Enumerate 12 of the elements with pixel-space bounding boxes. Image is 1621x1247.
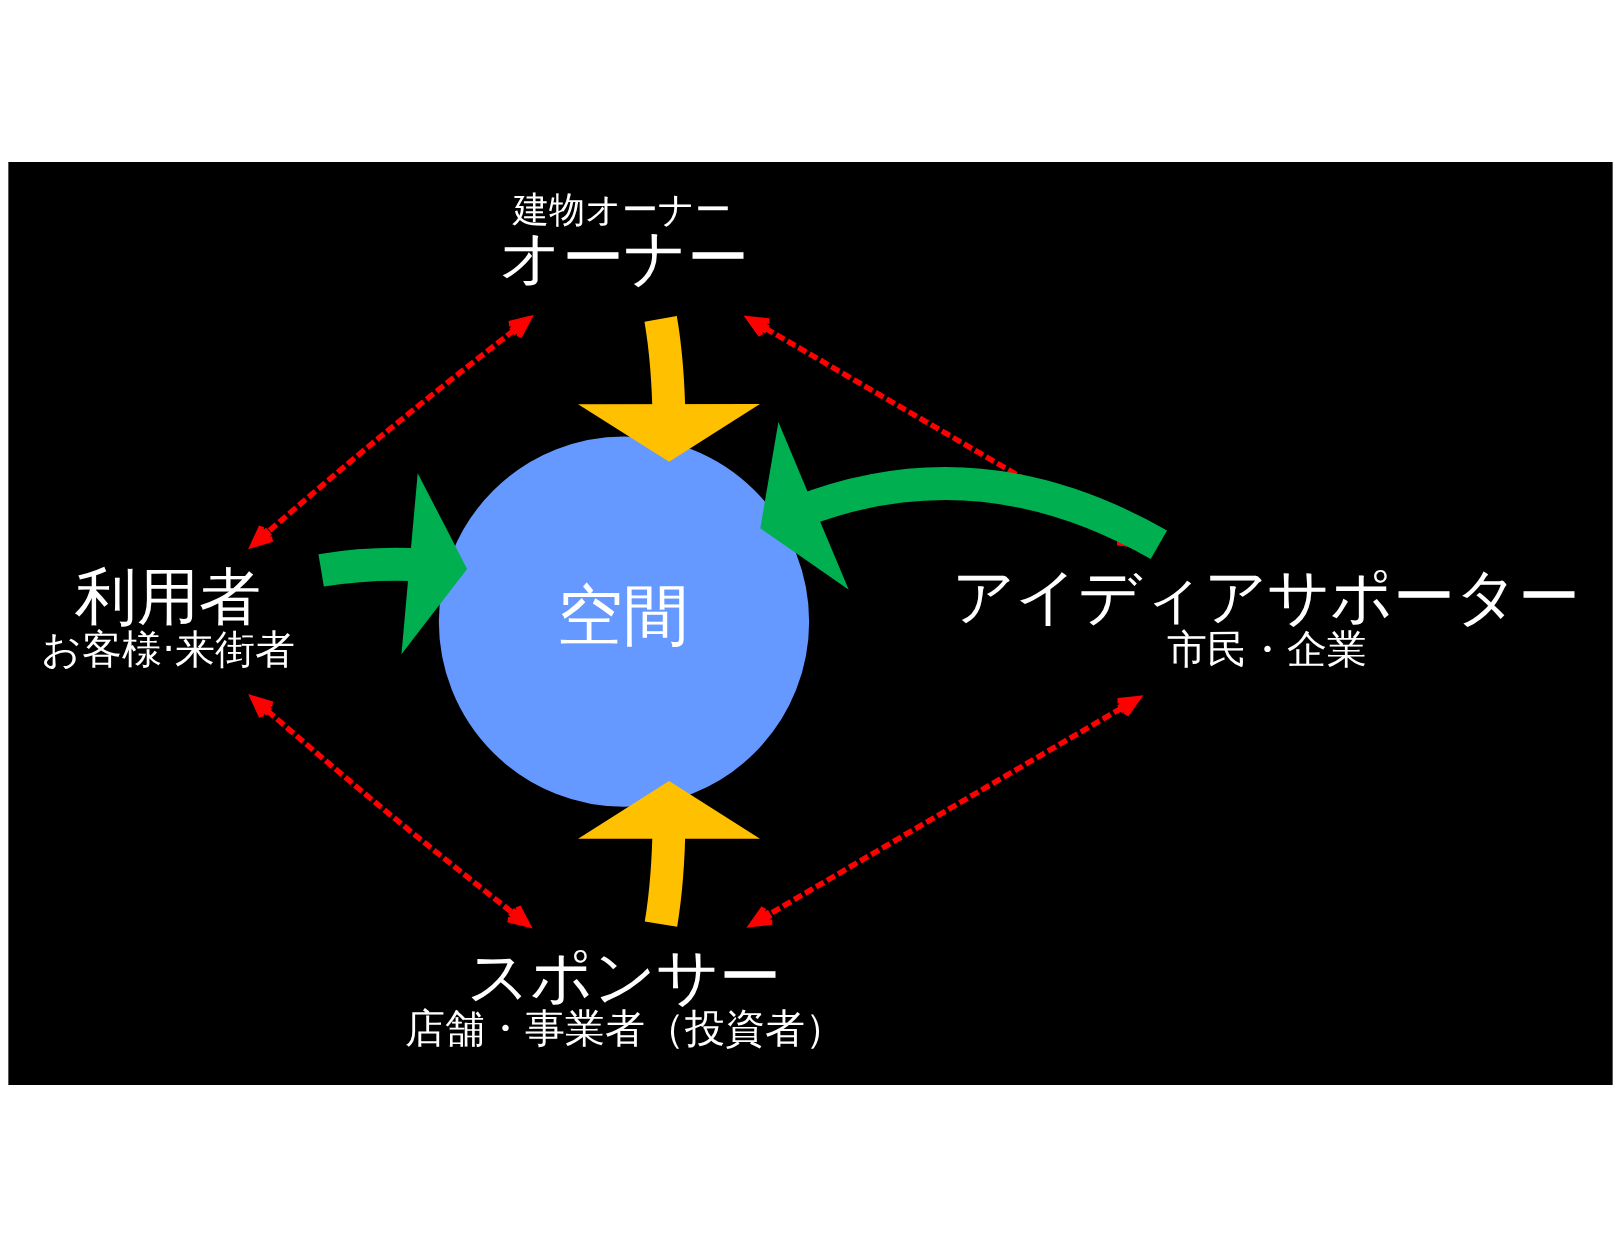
node-text: 建物オーナー オーナー bbox=[499, 188, 750, 295]
arrow bbox=[250, 695, 531, 928]
arrow bbox=[250, 316, 532, 548]
node-circle: 空間 bbox=[438, 436, 810, 807]
arrow bbox=[578, 316, 760, 462]
node-text: 利用者 お客様·来街者 bbox=[41, 560, 295, 672]
node-text: アイディアサポーター 市民・企業 bbox=[952, 560, 1581, 672]
node-text: スポンサー 店舗・事業者（投資者） bbox=[405, 939, 846, 1052]
arrow bbox=[578, 780, 760, 927]
arrow bbox=[318, 473, 468, 655]
arrow bbox=[760, 422, 1167, 590]
arrow bbox=[749, 695, 1141, 927]
